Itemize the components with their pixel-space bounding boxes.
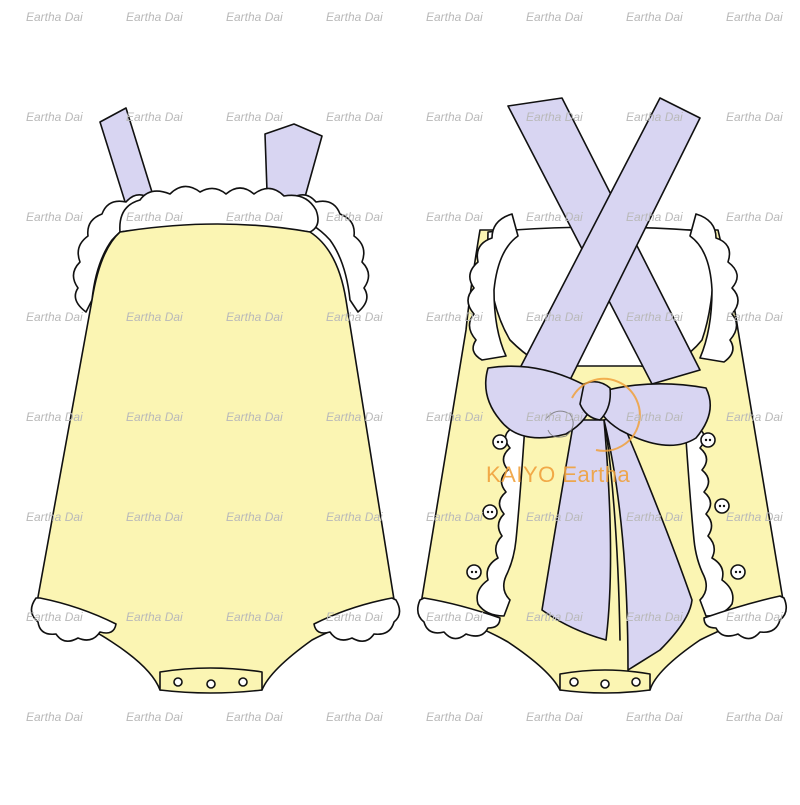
back-button-left-2 [482,504,498,520]
front-left-leg-ruffle [30,597,117,642]
back-right-buttons [700,432,746,580]
bow-right-tail [603,415,693,671]
bow-left-tail [541,419,612,641]
back-left-leg-ruffle [416,597,501,640]
back-button-right-1 [700,432,716,448]
back-snap-1 [569,677,579,687]
front-snap-3 [238,677,248,687]
back-left-upper-ruffle [467,213,519,361]
front-right-ruffle [287,194,370,313]
back-button-right-2 [714,498,730,514]
kaiyo-logo-mark [544,377,641,452]
back-snap-2 [600,679,610,689]
back-snap-3 [631,677,641,687]
back-right-upper-ruffle [689,213,739,363]
back-right-placket-ruffle [683,409,734,617]
back-button-right-3 [730,564,746,580]
back-button-left-1 [492,434,508,450]
back-right-leg-ruffle [703,595,788,640]
bow-right-loop [597,383,712,447]
back-view [416,97,788,694]
bow-left-loop [484,365,593,439]
bow-tail-fold [605,429,621,641]
front-snap-2 [206,679,216,689]
front-view [30,107,401,694]
back-left-buttons [466,434,508,580]
front-right-leg-ruffle [313,597,401,642]
back-left-placket-ruffle [476,409,527,617]
front-snap-1 [173,677,183,687]
back-button-left-3 [466,564,482,580]
kaiyo-logo-text: KAIYO Eartha [486,462,631,487]
bow-knot [579,380,612,421]
